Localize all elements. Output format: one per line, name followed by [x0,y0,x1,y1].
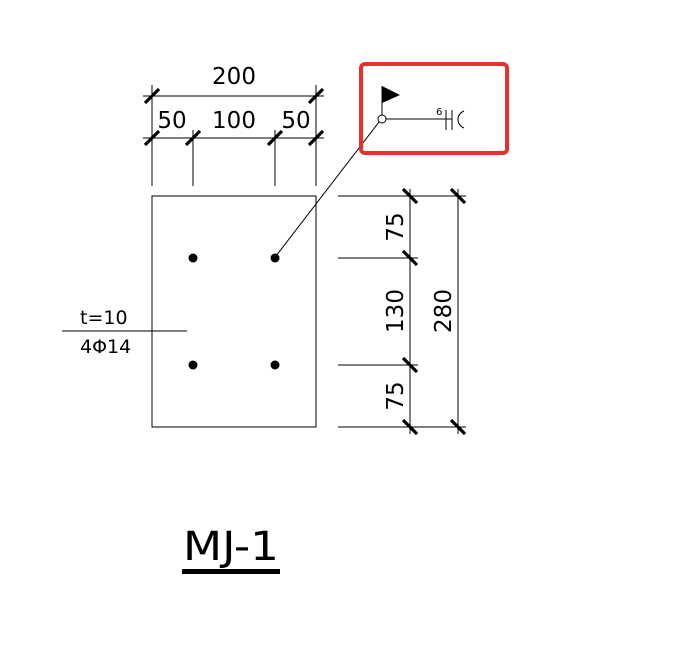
tick-mark [401,249,419,267]
plate-thickness-text: t=10 [80,307,128,329]
drawing-title: MJ-1 [183,524,279,570]
weld-leader-line [275,121,380,257]
tick-mark [307,129,325,147]
weld-all-around-arc-icon [457,110,465,129]
dim-text-top-edge: 75 [383,212,409,241]
top-dimensions: 200 50 100 50 [143,64,325,186]
dim-text-bolt-spacing: 100 [212,108,256,134]
highlight-box [359,62,509,155]
anchor-bars [188,253,280,370]
tick-mark [401,418,419,436]
anchor-bar-dot [270,253,280,263]
anchor-bar-dot [188,253,198,263]
tick-mark [449,418,467,436]
dim-text-overall-height: 280 [431,289,457,333]
weld-size-text: 6 [436,107,442,118]
tick-mark [143,129,161,147]
dim-text-left-edge: 50 [157,108,186,134]
field-weld-circle [377,114,387,124]
field-weld-flag-icon [382,86,400,103]
dim-text-bar-spacing: 130 [383,289,409,333]
tick-mark [307,87,325,105]
tick-mark [401,187,419,205]
dim-text-overall-width: 200 [212,64,256,90]
anchor-bar-dot [188,360,198,370]
dim-text-bottom-edge: 75 [383,381,409,410]
right-dimensions: 75 130 75 280 [338,187,467,436]
tick-mark [266,129,284,147]
anchor-bar-dot [270,360,280,370]
rebar-spec-text: 4Φ14 [80,336,131,358]
dim-text-right-edge: 50 [281,108,310,134]
weld-symbol: 6 [275,86,465,257]
drawing-title-block: MJ-1 [182,524,280,574]
title-underline [182,569,280,574]
tick-mark [449,187,467,205]
tick-mark [401,356,419,374]
tick-mark [143,87,161,105]
steel-plate-outline [151,195,317,428]
plate-note: t=10 4Φ14 [62,307,187,358]
tick-mark [184,129,202,147]
